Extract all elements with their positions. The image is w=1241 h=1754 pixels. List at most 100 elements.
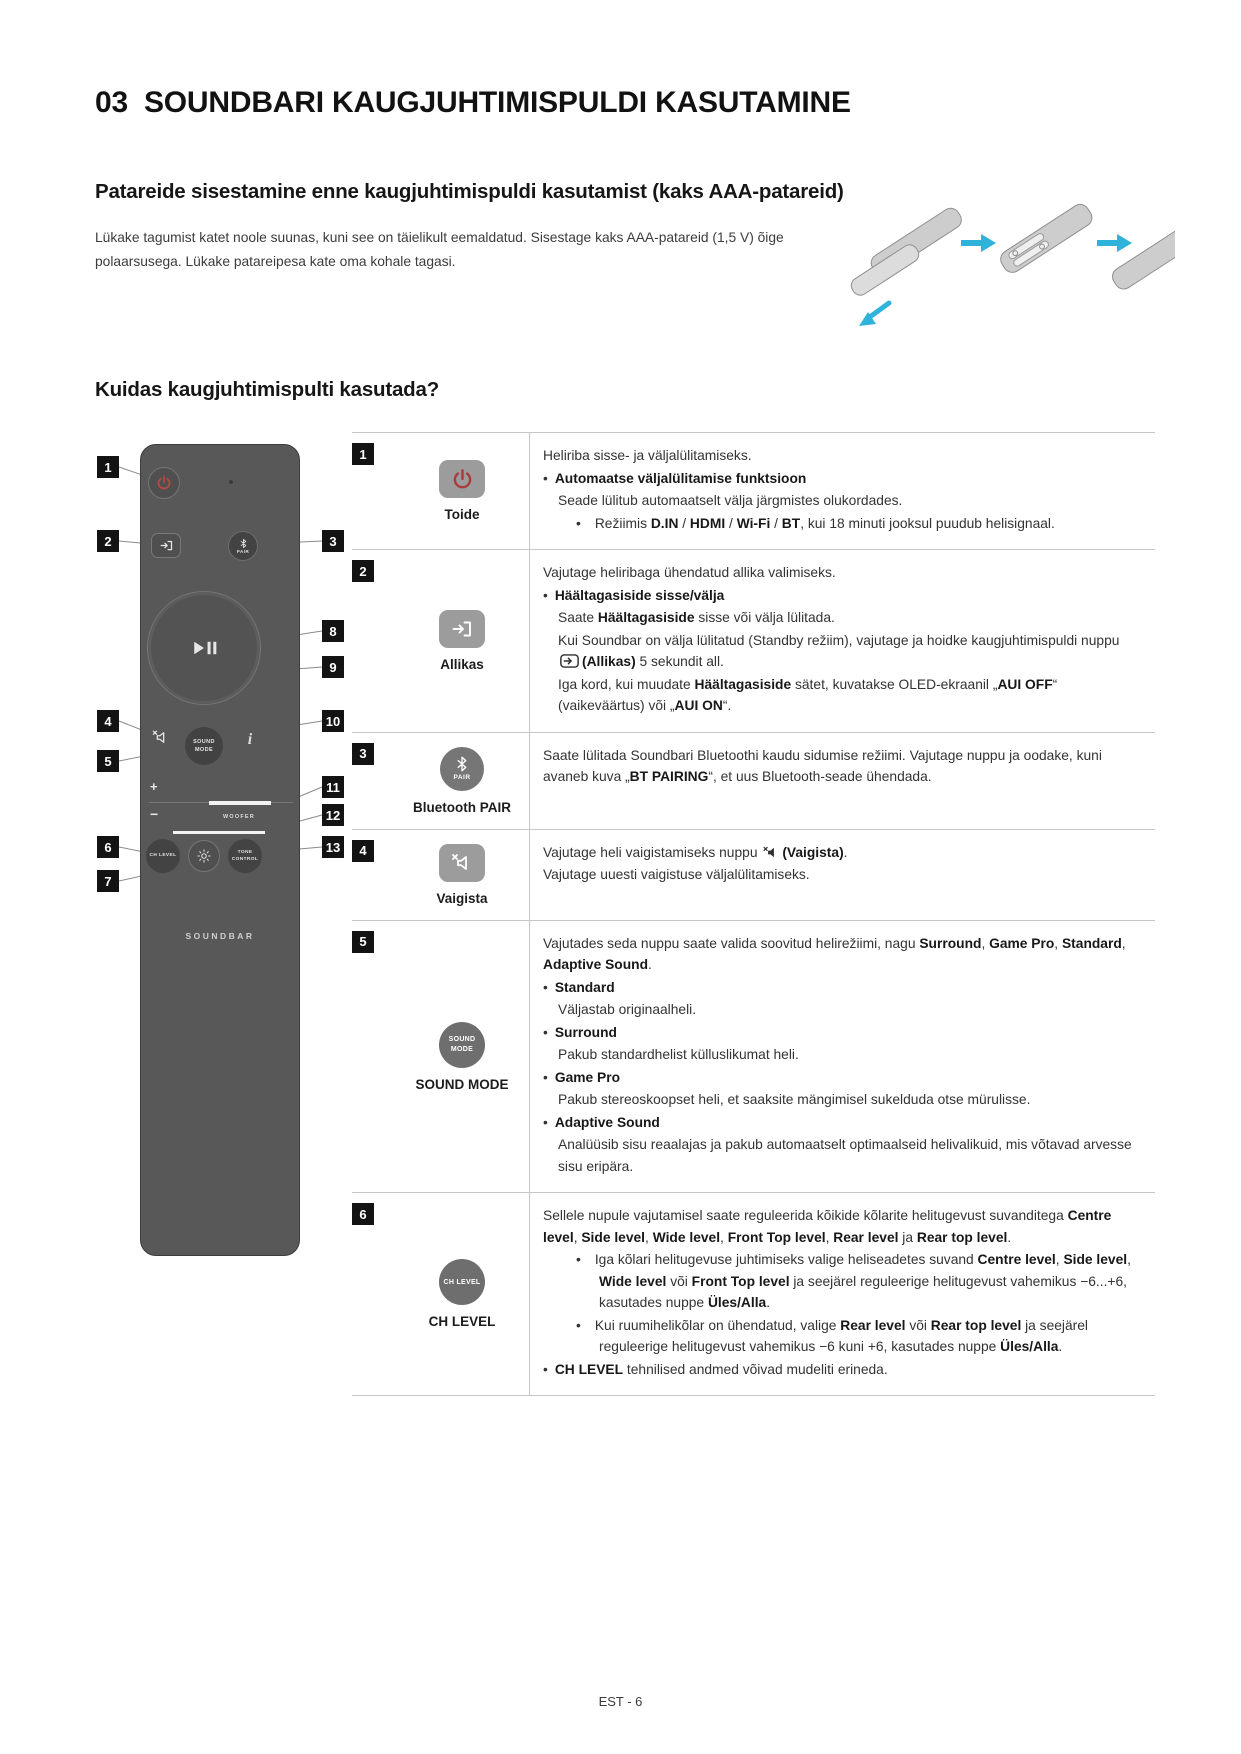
remote-mute-button <box>151 728 170 752</box>
description-line: Vajutage heli vaigistamiseks nuppu (Vaig… <box>543 842 1139 864</box>
button-name-label: CH LEVEL <box>428 1314 496 1330</box>
bluetooth-icon <box>457 756 467 772</box>
battery-insertion-illustration <box>850 203 1175 326</box>
text-fragment: Surround <box>554 1024 617 1040</box>
description-line: •Iga kõlari helitugevuse juhtimiseks val… <box>576 1249 1139 1314</box>
tone-control-label-line1: TONE <box>237 849 253 855</box>
text-fragment: Wide level <box>652 1229 721 1245</box>
text-fragment: Pakub stereoskoopset heli, et saaksite m… <box>558 1092 1031 1108</box>
mute-icon <box>452 853 467 870</box>
row-description-cell: Vajutage heli vaigistamiseks nuppu (Vaig… <box>530 830 1155 920</box>
row-icon-cell: Allikas <box>395 550 530 732</box>
text-fragment: Saate <box>558 610 598 626</box>
ch-level-label: CH LEVEL <box>149 853 177 859</box>
power-icon <box>453 468 471 488</box>
text-fragment: BT <box>781 515 801 531</box>
mute-icon <box>763 846 775 857</box>
text-fragment: AUI OFF <box>997 676 1053 692</box>
source-icon <box>160 540 172 551</box>
volume-minus-label: − <box>150 806 159 822</box>
text-fragment: . <box>648 957 652 973</box>
sound-mode-label-line1: SOUND <box>193 738 215 745</box>
text-fragment: Rear level <box>840 1317 906 1333</box>
text-fragment: Front Top level <box>727 1229 826 1245</box>
row-number-cell: 6 <box>352 1193 395 1395</box>
text-fragment: Adaptive Sound <box>543 957 649 973</box>
callout-badge-7: 7 <box>97 870 119 892</box>
text-fragment: (Allikas) <box>582 654 636 670</box>
text-fragment: , <box>720 1229 728 1245</box>
text-fragment: / <box>725 515 737 531</box>
row-number-cell: 1 <box>352 433 395 549</box>
remote-power-button <box>148 467 180 499</box>
row-number-badge: 4 <box>352 839 374 862</box>
text-fragment: Surround <box>919 935 982 951</box>
text-fragment: , <box>981 935 990 951</box>
row-number-cell: 4 <box>352 830 395 920</box>
text-fragment: Centre level <box>977 1252 1056 1268</box>
battery-section-body: Lükake tagumist katet noole suunas, kuni… <box>95 230 784 270</box>
text-fragment: “. <box>722 698 732 714</box>
callout-badge-5: 5 <box>97 750 119 772</box>
source-icon <box>452 621 471 637</box>
page-footer: EST - 6 <box>598 1694 643 1709</box>
text-fragment: Rear top level <box>930 1317 1022 1333</box>
mute-inline-icon <box>763 846 779 859</box>
button-name-label: Bluetooth PAIR <box>413 799 511 815</box>
bluetooth-icon <box>240 538 246 549</box>
callout-badge-4: 4 <box>97 710 119 732</box>
text-fragment: Heliriba sisse- ja väljalülitamiseks. <box>543 448 752 463</box>
text-fragment: . <box>1007 1229 1012 1245</box>
description-line: Pakub stereoskoopset heli, et saaksite m… <box>558 1089 1139 1111</box>
text-fragment: / <box>770 515 782 531</box>
tone-control-label-line2: CONTROL <box>231 857 259 862</box>
callout-badge-9: 9 <box>322 656 344 678</box>
row-number-cell: 5 <box>352 921 395 1193</box>
text-fragment: Side level <box>581 1229 646 1245</box>
text-fragment: / <box>678 515 690 531</box>
text-fragment: Režiimis <box>594 515 651 531</box>
row-number-cell: 3 <box>352 733 395 829</box>
remote-body: PAIR SOUND MODE i + − WO <box>140 444 300 1256</box>
gear-icon <box>197 849 211 863</box>
button-face-text: MODE <box>450 1045 474 1053</box>
sound-mode-label-line2: MODE <box>194 747 214 753</box>
row-number-badge: 5 <box>352 930 374 953</box>
text-fragment: , <box>1121 935 1126 951</box>
text-fragment: sätet, kuvatakse OLED-ekraanil „ <box>791 676 998 692</box>
play-pause-icon <box>194 641 217 655</box>
remote-settings-button <box>188 840 220 872</box>
callout-badge-2: 2 <box>97 530 119 552</box>
text-fragment: Side level <box>1063 1252 1128 1268</box>
bullet-marker: • <box>543 1361 548 1377</box>
text-fragment: Rear top level <box>916 1229 1008 1245</box>
row-description-cell: Heliriba sisse- ja väljalülitamiseks.•Au… <box>530 433 1155 549</box>
text-fragment: Häältagasiside <box>694 676 792 692</box>
callout-badge-13: 13 <box>322 836 344 858</box>
remote-source-button <box>151 533 181 558</box>
pair-label: PAIR <box>236 549 250 554</box>
mute-button-icon <box>439 843 485 882</box>
text-fragment: Vajutage uuesti vaigistuse väljalülitami… <box>543 867 810 883</box>
power-button-icon <box>439 460 485 499</box>
remote-info-button: i <box>241 728 259 752</box>
button-name-label: SOUND MODE <box>415 1076 509 1092</box>
text-fragment: Pakub standardhelist külluslikumat heli. <box>558 1047 799 1063</box>
text-fragment: , <box>573 1229 582 1245</box>
row-icon-cell: Toide <box>395 433 530 550</box>
text-fragment: Wide level <box>599 1273 667 1289</box>
row-description-cell: Saate lülitada Soundbari Bluetoothi kaud… <box>530 733 1155 829</box>
text-fragment: Standard <box>1061 935 1122 951</box>
bluetooth-pair-button-icon: PAIR <box>440 746 484 791</box>
text-fragment: Kui Soundbar on välja lülitatud (Standby… <box>558 632 1120 648</box>
description-line: Kui Soundbar on välja lülitatud (Standby… <box>558 630 1139 673</box>
description-line: •Adaptive Sound <box>543 1112 1139 1134</box>
info-icon: i <box>247 731 253 748</box>
text-fragment: ja seejärel reguleerige helitugevust vah… <box>599 1273 1127 1311</box>
text-fragment: Häältagasiside sisse/välja <box>554 587 725 603</box>
text-fragment: Sellele nupule vajutamisel saate regulee… <box>543 1208 1068 1224</box>
